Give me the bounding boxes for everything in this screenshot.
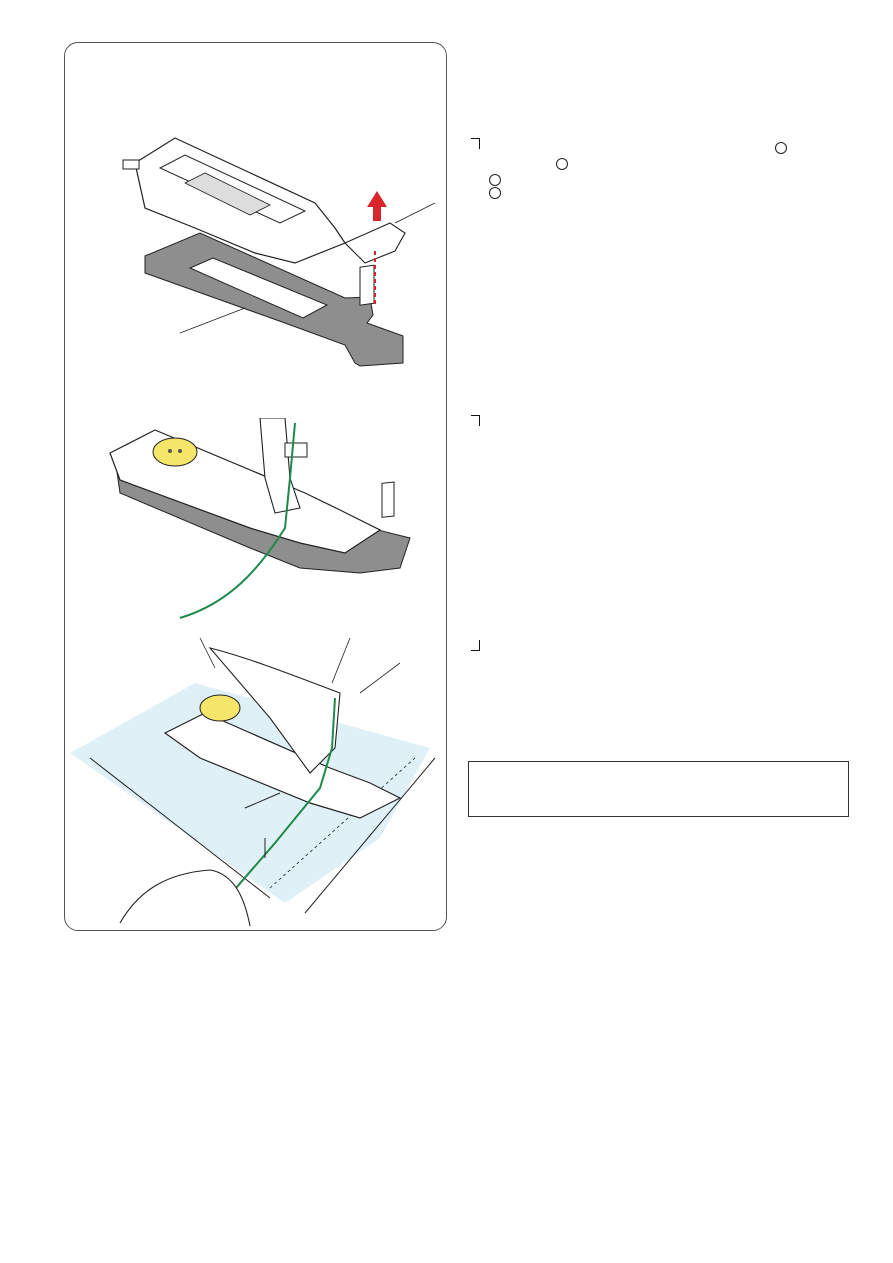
- step-1-marker: [471, 138, 480, 149]
- buttonhole-foot-icon: [122, 137, 436, 305]
- reference-circle-2: [556, 158, 568, 170]
- figure-2-foot-attached-with-button: [109, 418, 411, 619]
- thread-icon: [179, 422, 296, 619]
- figure-1-buttonhole-foot-and-stabilizer-plate: [122, 137, 436, 367]
- illustration-panel: [64, 42, 447, 931]
- step-2-marker: [471, 415, 480, 426]
- fabric-icon: [70, 683, 430, 903]
- reference-circle-1: [775, 142, 787, 154]
- lift-arrow-icon: [367, 191, 387, 221]
- reference-circle-4: [489, 187, 501, 199]
- note-box: [468, 761, 849, 817]
- stabilizer-plate-icon: [144, 232, 404, 367]
- step-3-marker: [471, 640, 480, 651]
- hand-icon: [119, 869, 251, 927]
- button-icon: [152, 437, 198, 467]
- presser-foot-holder-icon: [259, 418, 308, 514]
- reference-circle-3: [489, 174, 501, 186]
- figure-3-fabric-under-foot: [70, 638, 436, 927]
- presser-foot-shank-icon: [208, 647, 341, 774]
